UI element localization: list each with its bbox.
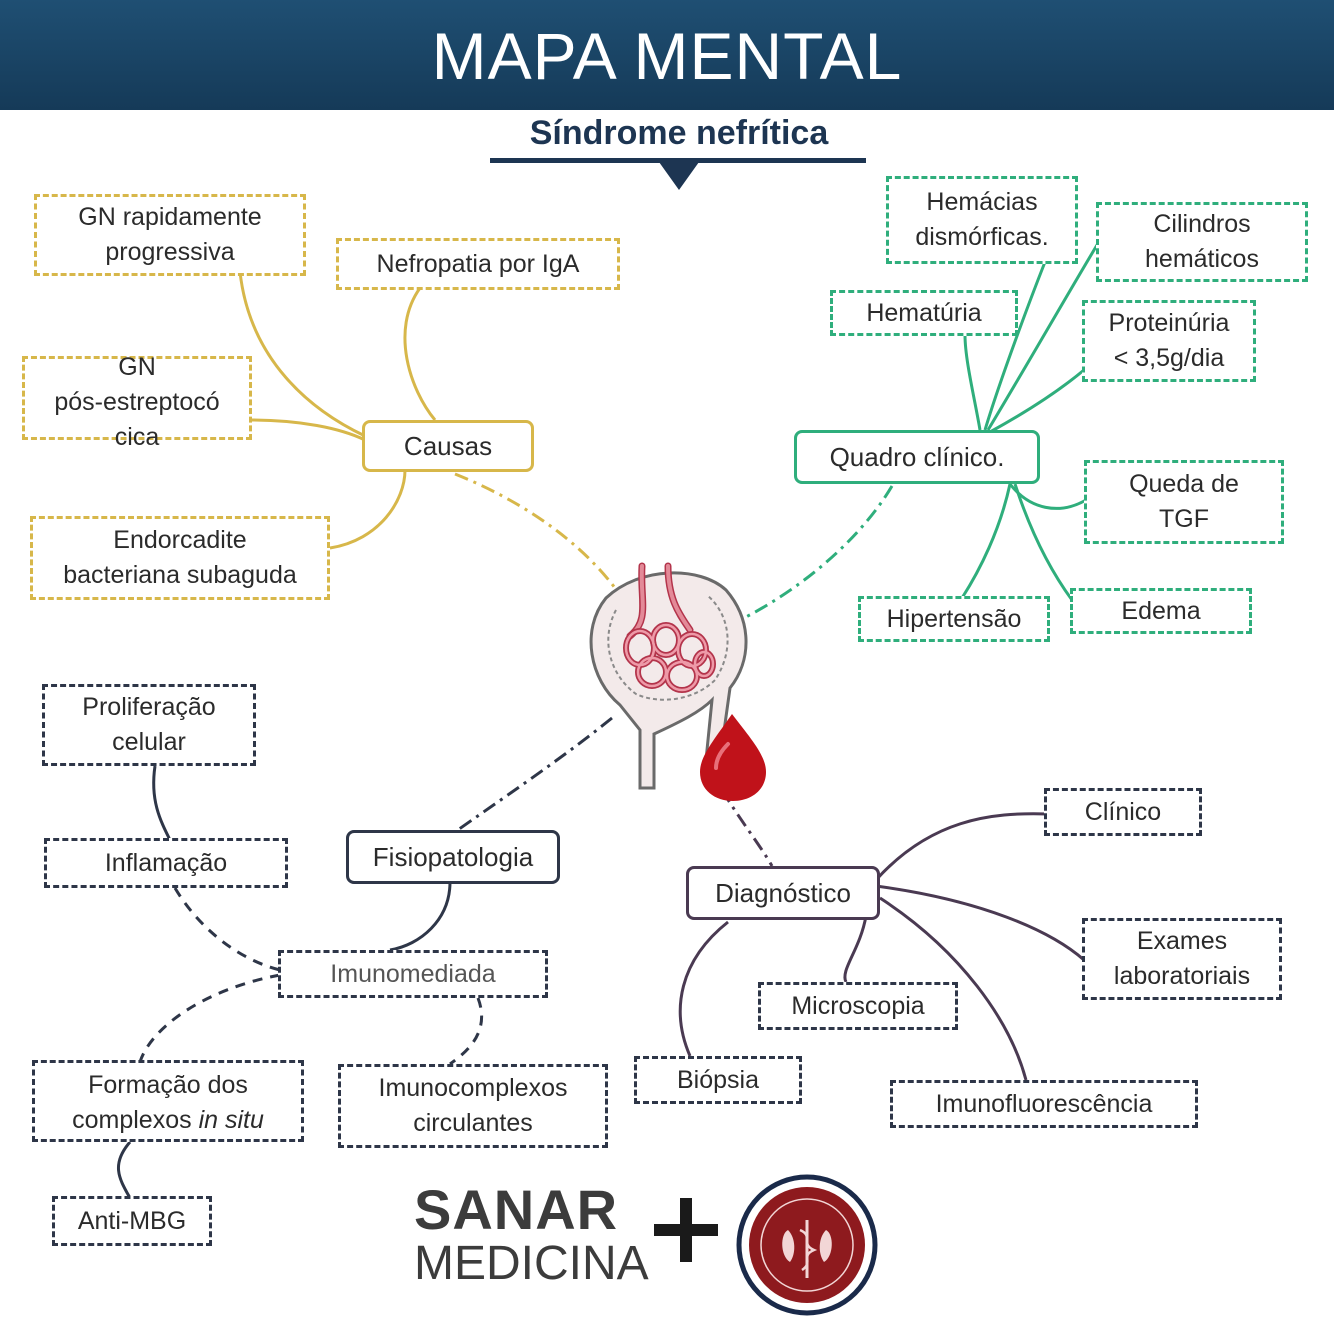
link-center-causas	[454, 472, 620, 593]
link-qc-cilindros	[986, 239, 1102, 431]
diag-microscopia: Microscopia	[758, 982, 958, 1030]
page-subtitle: Síndrome nefrítica	[529, 114, 829, 152]
sinal-hemacias-dismorficas: Hemácias dismórficas.	[886, 176, 1078, 264]
imunomediada-node: Imunomediada	[278, 950, 548, 998]
diag-exames-laboratoriais: Exames laboratoriais	[1082, 918, 1282, 1000]
link-prolif-inflam	[152, 765, 172, 841]
sinal-proteinuria: Proteinúria < 3,5g/dia	[1082, 300, 1256, 382]
brand-line-2: MEDICINA	[414, 1237, 649, 1290]
link-qc-edema	[1013, 483, 1074, 601]
diag-imunofluorescencia: Imunofluorescência	[890, 1080, 1198, 1128]
link-diag-microscopia	[843, 915, 868, 983]
formacao-italic: in situ	[198, 1106, 264, 1134]
link-diag-clinico	[874, 812, 1049, 882]
link-center-diag	[720, 789, 774, 867]
diag-clinico: Clínico	[1044, 788, 1202, 836]
formacao-complexos-in-situ: Formação dos complexos in situ	[32, 1060, 304, 1142]
quadro-clinico-node: Quadro clínico.	[794, 430, 1040, 484]
link-inflam-imuno	[173, 887, 281, 972]
link-qc-hematuria	[963, 334, 982, 431]
link-center-quadro	[739, 485, 894, 622]
diagnostico-node: Diagnóstico	[686, 866, 880, 920]
link-fisio-imuno	[389, 881, 452, 952]
causa-nefropatia-iga: Nefropatia por IgA	[336, 238, 620, 290]
link-qc-proteinuria	[989, 368, 1085, 434]
subtitle-arrow	[659, 162, 699, 190]
causa-gn-rapidamente-progressiva: GN rapidamente progressiva	[34, 194, 306, 276]
fisiopatologia-node: Fisiopatologia	[346, 830, 560, 884]
plus-icon	[654, 1198, 718, 1262]
causa-endocardite-bacteriana: Endorcadite bacteriana subaguda	[30, 516, 330, 600]
diag-biopsia: Biópsia	[634, 1056, 802, 1104]
proliferacao-celular: Proliferação celular	[42, 684, 256, 766]
sinal-hematuria: Hematúria	[830, 290, 1018, 336]
glomerulus-illustration	[589, 562, 748, 790]
link-formacao-antimbg	[116, 1141, 132, 1199]
link-causas-iga	[403, 287, 437, 421]
header-banner: MAPA MENTAL	[0, 0, 1334, 110]
blood-drop-highlight	[714, 742, 730, 770]
subtitle-rule	[490, 158, 866, 163]
formacao-text: Formação dos complexos	[72, 1071, 248, 1134]
anti-mbg: Anti-MBG	[52, 1196, 212, 1246]
link-diag-biopsia	[678, 920, 729, 1057]
sinal-queda-tgf: Queda de TGF	[1084, 460, 1284, 544]
link-diag-imunofluor	[879, 896, 1028, 1081]
link-center-fisio	[454, 716, 613, 834]
link-causas-gn-pos	[249, 418, 366, 442]
link-qc-hemacias	[983, 261, 1047, 431]
causa-gn-pos-estreptococica: GN pós-estreptocó cica	[22, 353, 252, 451]
page-title: MAPA MENTAL	[431, 19, 903, 93]
inflamacao: Inflamação	[44, 838, 288, 888]
link-qc-hipertensao	[960, 483, 1012, 599]
brand-line-1: SANAR	[414, 1178, 619, 1241]
link-causas-gn-rapida	[238, 271, 366, 438]
sinal-cilindros-hematicos: Cilindros hemáticos	[1096, 202, 1308, 282]
link-imuno-formacao	[138, 973, 281, 1063]
imunocomplexos-circulantes: Imunocomplexos circulantes	[338, 1064, 608, 1148]
sinal-hipertensao: Hipertensão	[858, 596, 1050, 642]
link-diag-exames	[875, 884, 1085, 962]
link-causas-endocardite	[329, 469, 407, 550]
sanar-medicina-logo: SANAR MEDICINA	[414, 1178, 649, 1290]
blood-drop	[700, 714, 766, 801]
causas-node: Causas	[362, 420, 534, 472]
link-imuno-circulantes	[449, 997, 484, 1066]
league-seal-logo	[736, 1174, 878, 1316]
sinal-edema: Edema	[1070, 588, 1252, 634]
